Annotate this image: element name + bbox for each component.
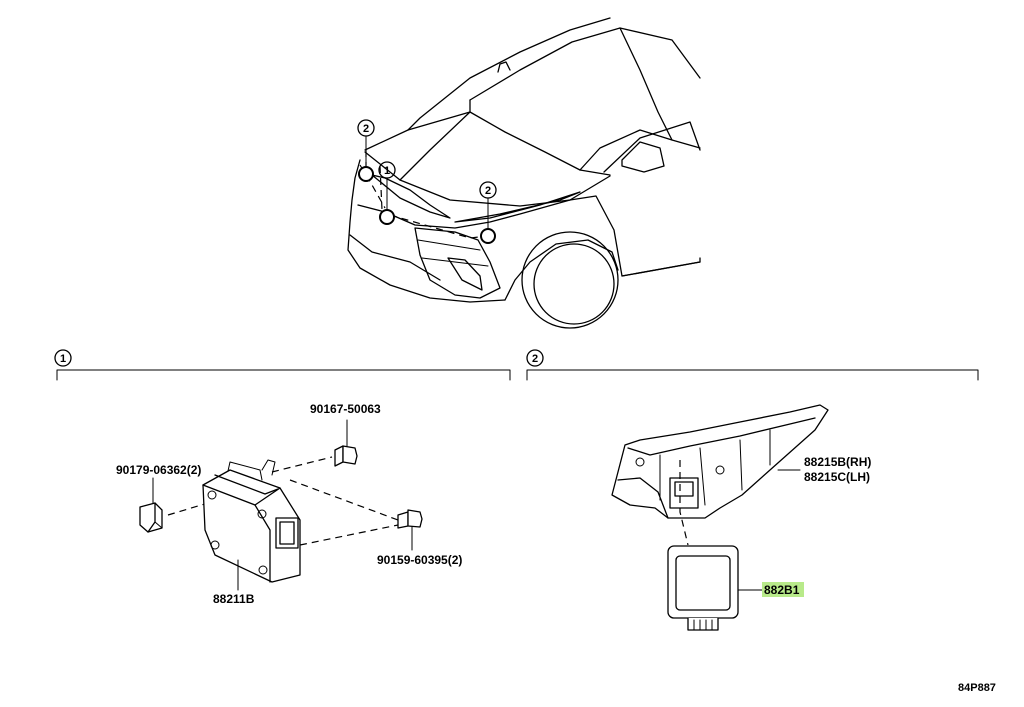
part-number-bolt-a: 90167-50063 bbox=[310, 402, 381, 416]
section-1-bracket: 1 bbox=[54, 349, 511, 381]
computer-module-part bbox=[202, 459, 301, 591]
radar-sensor-part bbox=[667, 545, 763, 631]
svg-text:1: 1 bbox=[384, 165, 390, 177]
sensor-position-center bbox=[379, 209, 395, 225]
section-2-bracket: 2 bbox=[526, 349, 979, 381]
vehicle-front-illustration: 2 1 2 bbox=[347, 17, 701, 329]
part-number-sensor[interactable]: 882B1 bbox=[764, 583, 800, 597]
bolt-part-b bbox=[397, 509, 423, 551]
svg-text:2: 2 bbox=[485, 185, 491, 197]
sensor-position-left bbox=[358, 166, 374, 182]
callout-2-right: 2 bbox=[479, 181, 497, 199]
part-number-nut: 90179-06362(2) bbox=[116, 463, 201, 477]
callout-1-center: 1 bbox=[378, 161, 396, 179]
section-1-assembly bbox=[139, 419, 423, 591]
sensor-bracket-part bbox=[611, 404, 829, 519]
svg-text:1: 1 bbox=[60, 353, 66, 365]
diagram-code: 84P887 bbox=[958, 682, 996, 694]
part-number-computer: 88211B bbox=[213, 592, 255, 606]
part-number-bolt-b: 90159-60395(2) bbox=[377, 553, 462, 567]
svg-text:2: 2 bbox=[363, 123, 369, 135]
part-number-bracket-rh: 88215B(RH) bbox=[804, 455, 871, 469]
nut-part bbox=[139, 477, 163, 533]
svg-text:2: 2 bbox=[532, 353, 538, 365]
bolt-part-a bbox=[334, 419, 358, 467]
part-number-bracket-lh: 88215C(LH) bbox=[804, 470, 870, 484]
sensor-highlight bbox=[762, 582, 804, 597]
callout-2-left: 2 bbox=[357, 119, 375, 137]
section-2-assembly bbox=[611, 404, 829, 631]
sensor-position-right bbox=[480, 228, 496, 244]
